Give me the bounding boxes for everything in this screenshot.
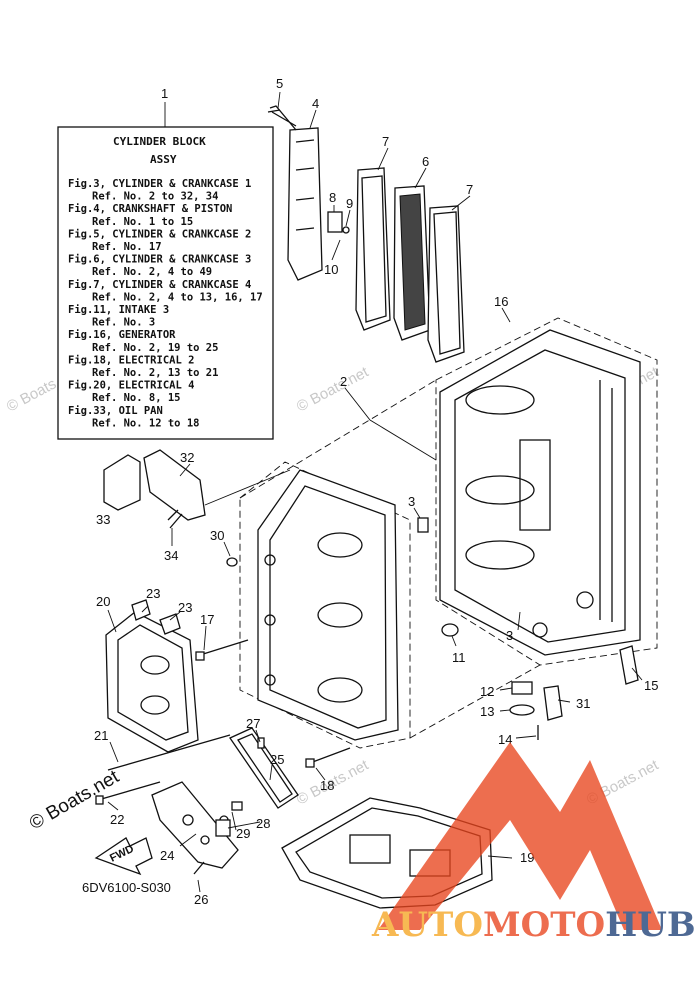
legend-ref-line: Ref. No. 3 [92, 317, 155, 329]
callout-19: 19 [520, 850, 534, 865]
crankcase [257, 469, 399, 741]
callout-4: 4 [312, 96, 319, 111]
legend-ref-line: Ref. No. 2, 4 to 49 [92, 266, 212, 278]
legend-box: 1 CYLINDER BLOCK ASSY Fig.3, CYLINDER & … [57, 86, 274, 440]
callout-labels: 5 4 7 6 8 9 10 7 16 2 32 33 34 3 30 23 2… [94, 76, 658, 907]
assembly-link [409, 664, 541, 739]
callout-30: 30 [210, 528, 224, 543]
callout-32: 32 [180, 450, 194, 465]
legend-fig-line: Fig.4, CRANKSHAFT & PISTON [68, 203, 232, 215]
legend-title: CYLINDER BLOCK [113, 135, 206, 148]
legend-fig-line: Fig.11, INTAKE 3 [68, 304, 169, 316]
callout-2: 2 [340, 374, 347, 389]
callout-8: 8 [329, 190, 336, 205]
exhaust-cover-group [267, 109, 465, 363]
callout-3: 3 [408, 494, 415, 509]
callout-1: 1 [161, 86, 168, 101]
callout-3b: 3 [506, 628, 513, 643]
callout-25: 25 [270, 752, 284, 767]
callout-7: 7 [382, 134, 389, 149]
callout-11: 11 [452, 650, 466, 665]
automotohub-logo: AUTOMOTOHUB [371, 742, 696, 945]
head-cover-group [151, 727, 299, 869]
watermark-footer: © Boats.net [26, 766, 123, 834]
legend-fig-line: Fig.6, CYLINDER & CRANKCASE 3 [68, 254, 251, 266]
legend-ref-line: Ref. No. 17 [92, 241, 162, 253]
callout-21: 21 [94, 728, 108, 743]
callout-9: 9 [346, 196, 353, 211]
legend-subtitle: ASSY [150, 153, 177, 166]
callout-17: 17 [200, 612, 214, 627]
fwd-arrow: FWD [94, 837, 153, 876]
callout-29: 29 [236, 826, 250, 841]
legend-ref-line: Ref. No. 2, 4 to 13, 16, 17 [92, 291, 263, 303]
callout-14: 14 [498, 732, 512, 747]
legend-fig-line: Fig.3, CYLINDER & CRANKCASE 1 [68, 178, 251, 190]
callout-27: 27 [246, 716, 260, 731]
logo-moto: MOTO [483, 905, 605, 945]
legend-fig-line: Fig.5, CYLINDER & CRANKCASE 2 [68, 228, 251, 240]
callout-23: 23 [146, 586, 160, 601]
callout-20: 20 [96, 594, 110, 609]
callout-5: 5 [276, 76, 283, 91]
svg-text:AUTOMOTOHUB: AUTOMOTOHUB [371, 905, 696, 945]
legend-ref-line: Ref. No. 1 to 15 [92, 216, 193, 228]
logo-hub: HUB [605, 905, 696, 945]
callout-24: 24 [160, 848, 174, 863]
legend-fig-line: Fig.16, GENERATOR [68, 329, 176, 341]
callout-28: 28 [256, 816, 270, 831]
callout-13: 13 [480, 704, 494, 719]
diagram-code: 6DV6100-S030 [82, 880, 171, 895]
legend-fig-line: Fig.7, CYLINDER & CRANKCASE 4 [68, 279, 251, 291]
logo-auto: AUTO [371, 905, 483, 945]
assembly-link [239, 379, 437, 499]
callout-31: 31 [576, 696, 590, 711]
cylinder-head [105, 599, 199, 753]
legend-ref-line: Ref. No. 12 to 18 [92, 417, 199, 429]
leader-lines [107, 91, 643, 893]
callout-16: 16 [494, 294, 508, 309]
callout-33: 33 [96, 512, 110, 527]
callout-23b: 23 [178, 600, 192, 615]
legend-fig-line: Fig.33, OIL PAN [68, 405, 163, 417]
block-assembly-outline [435, 317, 658, 666]
legend-ref-line: Ref. No. 2, 19 to 25 [92, 342, 218, 354]
callout-22: 22 [110, 812, 124, 827]
fasteners [95, 105, 639, 875]
cylinder-block [439, 329, 641, 656]
cover-group [103, 449, 291, 521]
legend-ref-line: Ref. No. 8, 15 [92, 392, 181, 404]
callout-18: 18 [320, 778, 334, 793]
legend-ref-line: Ref. No. 2, 13 to 21 [92, 367, 218, 379]
legend-fig-line: Fig.18, ELECTRICAL 2 [68, 354, 194, 366]
legend-ref-line: Ref. No. 2 to 32, 34 [92, 191, 218, 203]
callout-26: 26 [194, 892, 208, 907]
callout-6: 6 [422, 154, 429, 169]
callout-10: 10 [324, 262, 338, 277]
legend-fig-line: Fig.20, ELECTRICAL 4 [68, 380, 194, 392]
callout-15: 15 [644, 678, 658, 693]
callout-12: 12 [480, 684, 494, 699]
callout-7b: 7 [466, 182, 473, 197]
callout-34: 34 [164, 548, 178, 563]
